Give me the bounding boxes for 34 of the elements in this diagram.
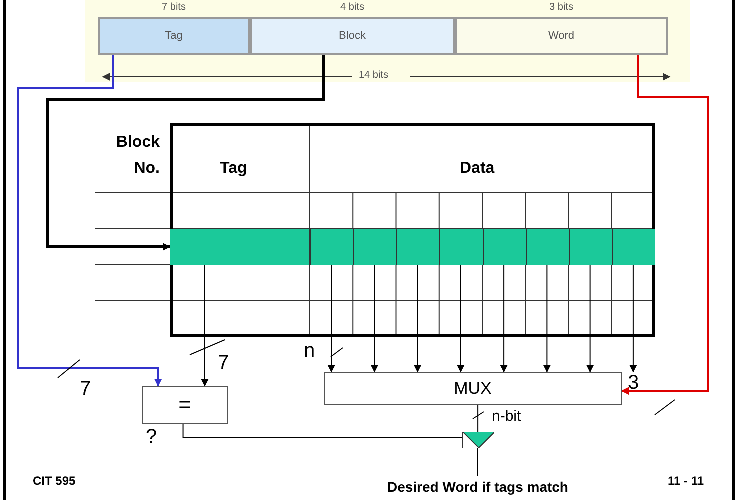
edge-label: 7 bbox=[218, 352, 230, 375]
tristate-buffer bbox=[462, 432, 494, 448]
connector-arrow bbox=[328, 264, 336, 373]
output-label: Desired Word if tags match bbox=[368, 476, 588, 498]
comparator-box: = bbox=[142, 386, 228, 424]
connector-arrow bbox=[46, 55, 326, 251]
annotation: ? bbox=[146, 426, 158, 449]
connector-arrow bbox=[414, 264, 422, 373]
tag-field: Tag bbox=[98, 17, 250, 55]
connector-arrow bbox=[17, 55, 162, 387]
connector-arrow bbox=[500, 264, 508, 373]
cache-table bbox=[170, 123, 655, 337]
word-field: Word bbox=[455, 17, 668, 55]
connector-arrow bbox=[370, 264, 379, 373]
block-field: Block bbox=[250, 17, 455, 55]
edge-label: n bbox=[304, 340, 316, 363]
footer-text: CIT 595 bbox=[33, 474, 76, 488]
edge-label: 3 bbox=[628, 372, 640, 395]
edge-label: 7 bbox=[80, 378, 92, 401]
column-header: Data bbox=[460, 160, 495, 178]
connector-arrow bbox=[543, 264, 552, 373]
connector-arrow bbox=[586, 264, 594, 373]
bit-width-label: 3 bits bbox=[548, 2, 574, 13]
column-header: Tag bbox=[220, 160, 248, 178]
column-header: Block No. bbox=[115, 133, 160, 179]
connector-arrow bbox=[629, 264, 638, 373]
connector-arrow bbox=[201, 264, 209, 387]
edge-label: n-bit bbox=[492, 408, 522, 425]
bit-width-label: 4 bits bbox=[340, 2, 366, 13]
connector-arrow bbox=[621, 55, 709, 396]
bit-width-label: 7 bits bbox=[161, 2, 187, 13]
mux-box: MUX bbox=[324, 372, 622, 405]
page-number: 11 - 11 bbox=[668, 474, 704, 488]
connector-arrow bbox=[456, 264, 465, 373]
